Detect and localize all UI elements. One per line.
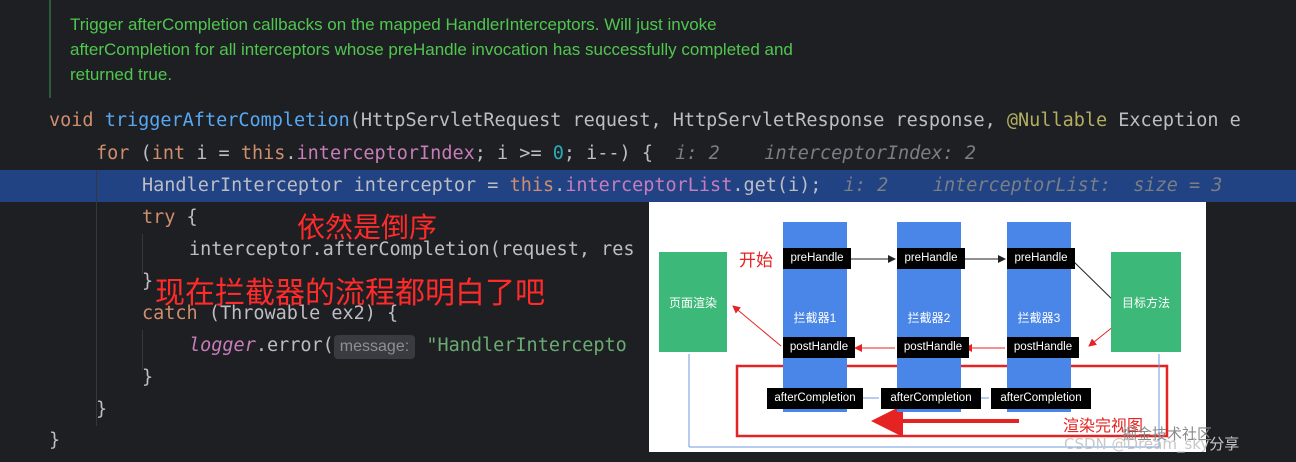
keyword: try <box>142 207 176 228</box>
doc-line-1: Trigger afterCompletion callbacks on the… <box>70 15 717 34</box>
code-text: . <box>554 175 566 196</box>
code-text: i = <box>185 143 241 164</box>
code-line-2[interactable]: for (int i = this.interceptorIndex; i >=… <box>96 138 976 170</box>
keyword: for <box>96 143 130 164</box>
doc-comment-bar <box>49 0 51 98</box>
code-text: . <box>285 143 297 164</box>
code-text: } <box>49 430 61 451</box>
page-render-box: 页面渲染 <box>659 252 727 352</box>
code-text: ; i >= <box>474 143 553 164</box>
aftercompletion-3: afterCompletion <box>991 388 1091 409</box>
interceptor-1-label: 拦截器1 <box>793 311 837 325</box>
prehandle-1: preHandle <box>783 248 851 269</box>
code-line-1[interactable]: void triggerAfterCompletion(HttpServletR… <box>49 105 1241 137</box>
annotation-reverse-order: 依然是倒序 <box>297 211 438 244</box>
parameter-hint: message: <box>333 335 416 359</box>
keyword: this <box>240 143 286 164</box>
aftercompletion-1: afterCompletion <box>767 388 863 409</box>
keyword: int <box>151 143 186 164</box>
field: interceptorIndex <box>296 143 475 164</box>
code-text: .error( <box>255 335 334 356</box>
code-line-4[interactable]: try { <box>142 202 198 234</box>
keyword: catch <box>142 303 198 324</box>
code-text: .get(i); <box>732 175 822 196</box>
annotation-understand: 现在拦截器的流程都明白了吧 <box>155 276 545 311</box>
keyword: this <box>509 175 555 196</box>
start-label: 开始 <box>739 251 773 271</box>
code-text: ; i--) { <box>563 143 653 164</box>
logger-field: logger <box>189 335 256 356</box>
code-text: } <box>96 399 108 420</box>
params: (HttpServletRequest request, HttpServlet… <box>349 110 1007 131</box>
debug-inline-value: i: 2 interceptorList: size = 3 <box>821 175 1223 196</box>
prehandle-2: preHandle <box>897 248 965 269</box>
code-text: } <box>142 271 154 292</box>
watermark-csdn: CSDN @Dream_sky分享 <box>1064 435 1240 453</box>
code-line-11[interactable]: } <box>49 425 60 457</box>
indent-guide <box>96 170 97 426</box>
code-line-10[interactable]: } <box>96 394 107 426</box>
keyword: void <box>49 110 105 131</box>
code-text: (Throwable ex2) { <box>197 303 399 324</box>
code-text: interceptor.afterCompletion(request, res <box>189 239 635 260</box>
indent-guide <box>142 234 143 274</box>
code-line-3[interactable]: HandlerInterceptor interceptor = this.in… <box>142 170 1222 202</box>
string-literal: "HandlerIntercepto <box>426 335 627 356</box>
doc-line-2: afterCompletion for all interceptors who… <box>70 40 793 59</box>
interceptor-2-label: 拦截器2 <box>907 311 951 325</box>
aftercompletion-2: afterCompletion <box>881 388 981 409</box>
method-name: triggerAfterCompletion <box>104 110 350 131</box>
indent-guide <box>142 330 143 370</box>
posthandle-1: postHandle <box>783 337 855 358</box>
annotation: @Nullable <box>1006 110 1108 131</box>
render-done-label: 渲染完视图 <box>1063 416 1144 435</box>
field: interceptorList <box>565 175 733 196</box>
interceptor-flow-diagram: 页面渲染 目标方法 拦截器1 拦截器2 拦截器3 preHandle preHa… <box>649 202 1206 452</box>
code-line-6[interactable]: } <box>142 266 153 298</box>
code-text: HandlerInterceptor interceptor = <box>142 175 510 196</box>
doc-line-3: returned true. <box>70 65 173 84</box>
number: 0 <box>552 143 564 164</box>
posthandle-3: postHandle <box>1007 337 1079 358</box>
doc-comment: Trigger afterCompletion callbacks on the… <box>70 12 970 87</box>
code-line-8[interactable]: logger.error(message: "HandlerIntercepto <box>189 330 627 362</box>
code-line-7[interactable]: catch (Throwable ex2) { <box>142 298 398 330</box>
code-line-9[interactable]: } <box>142 362 153 394</box>
params-tail: Exception e <box>1107 110 1241 131</box>
code-text: { <box>175 207 198 228</box>
interceptor-3-label: 拦截器3 <box>1017 311 1061 325</box>
debug-inline-value: i: 2 interceptorIndex: 2 <box>652 143 976 164</box>
watermark-community: 掘金技术社区 <box>1122 425 1213 443</box>
prehandle-3: preHandle <box>1007 248 1075 269</box>
target-method-box: 目标方法 <box>1111 252 1181 352</box>
code-line-5[interactable]: interceptor.afterCompletion(request, res <box>189 234 635 266</box>
current-line-highlight <box>0 170 1296 202</box>
posthandle-2: postHandle <box>897 337 969 358</box>
code-text: } <box>142 367 154 388</box>
code-text: ( <box>129 143 152 164</box>
